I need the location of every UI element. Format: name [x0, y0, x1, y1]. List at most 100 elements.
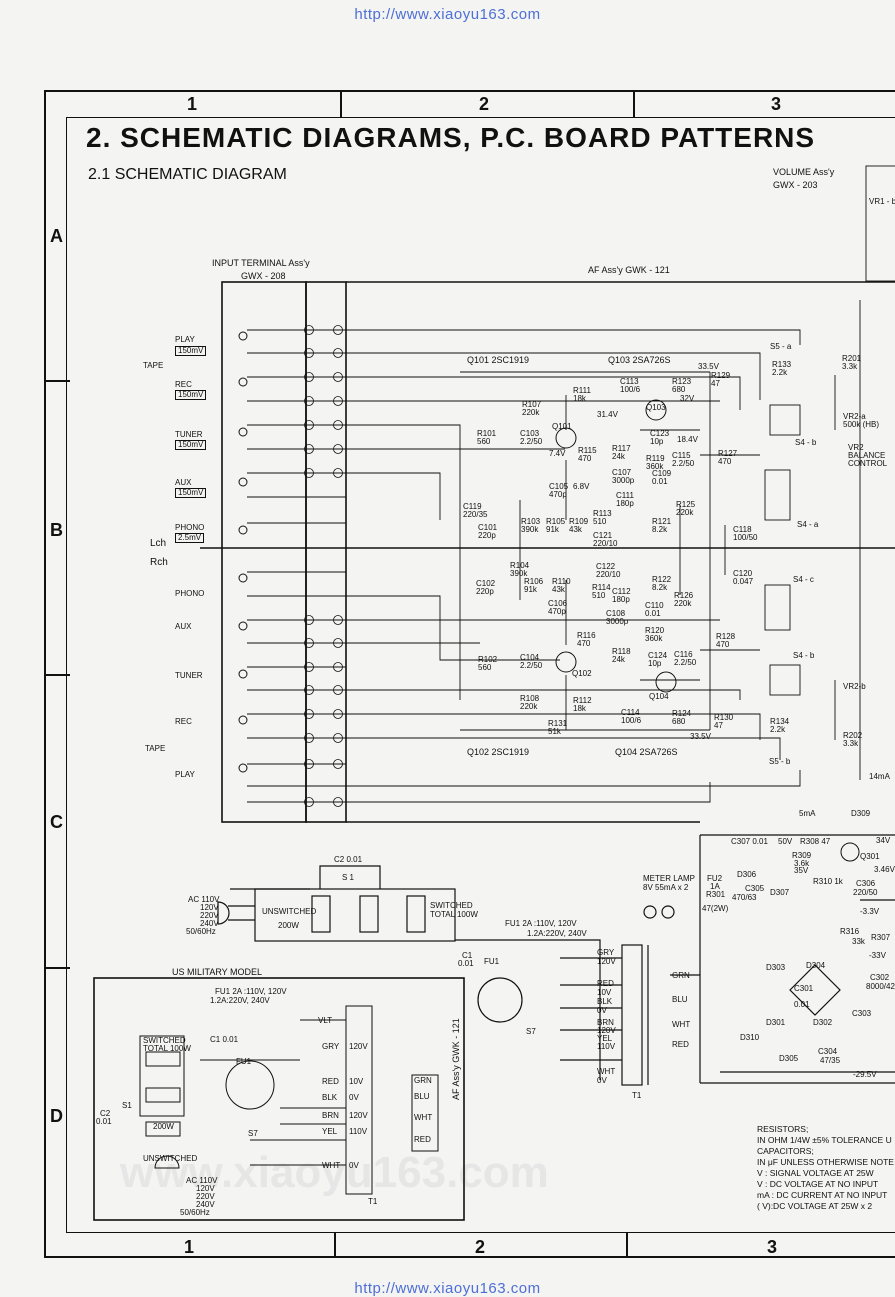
note-dc-voltage: V : DC VOLTAGE AT NO INPUT: [757, 1179, 879, 1189]
mil-red: RED: [322, 1077, 339, 1086]
mil-0v-b: 0V: [349, 1161, 359, 1170]
input-phono-r: PHONO: [175, 589, 205, 598]
pwr-fu1: FU1: [484, 957, 500, 966]
vr2-label: VR2: [848, 443, 864, 452]
component-c110: C110 0.01: [645, 601, 664, 618]
q104-label: Q104: [649, 692, 669, 701]
mil-grn: GRN: [414, 1076, 432, 1085]
component-r108: R108 220k: [520, 694, 540, 711]
q103-pair-label: Q103 2SA726S: [608, 355, 671, 365]
mil-fu1-2: 1.2A:220V, 240V: [210, 996, 270, 1005]
pwr-d310: D310: [740, 1033, 760, 1042]
pwr-t1: T1: [632, 1091, 642, 1100]
note-dc-voltage-25w: ( V):DC VOLTAGE AT 25W x 2: [757, 1201, 873, 1211]
voltage-33-5-top: 33.5V: [698, 362, 719, 371]
input-aux: AUX: [175, 478, 192, 487]
input-play-level: 150mV: [175, 346, 207, 356]
pwr-fu1-rating-2: 1.2A:220V, 240V: [527, 929, 587, 938]
pwr-blu: BLU: [672, 995, 688, 1004]
pwr-meter-lamp: METER LAMP: [643, 874, 696, 883]
component-c120: C120 0.047: [733, 569, 754, 586]
voltage-7-4: 7.4V: [549, 449, 566, 458]
switch-s4c: S4 - c: [793, 575, 814, 584]
pwr-120v: 120V: [597, 957, 616, 966]
pwr-35v: 35V: [794, 866, 809, 875]
mil-110v: 110V: [349, 1127, 368, 1136]
pwr-c302: C302: [870, 973, 890, 982]
pwr-r309-value: 3.6k: [794, 859, 810, 868]
mil-wht-2: WHT: [414, 1113, 433, 1122]
component-r123: R123 680: [672, 377, 692, 394]
pwr-c306: C306: [856, 879, 876, 888]
pwr-fu2-value: 1A: [710, 882, 720, 891]
row-b: B: [50, 520, 63, 540]
note-capacitors-detail: IN μF UNLESS OTHERWISE NOTE: [757, 1157, 894, 1167]
input-rec: REC: [175, 380, 192, 389]
mil-120v: 120V: [349, 1042, 368, 1051]
mil-ac: AC 110V: [186, 1176, 218, 1185]
mil-hz: 50/60Hz: [180, 1208, 210, 1217]
voltage-31-4: 31.4V: [597, 410, 618, 419]
pwr-c305-value: 470/63: [732, 893, 757, 902]
component-r133: R133 2.2k: [772, 360, 792, 377]
component-r131: R131 51k: [548, 719, 568, 736]
pwr-120v-b: 120V: [597, 1026, 616, 1035]
pwr-hz: 50/60Hz: [186, 927, 216, 936]
component-r121: R121 8.2k: [652, 517, 672, 534]
mil-ac-120: 120V: [196, 1184, 215, 1193]
component-c122: C122 220/10: [596, 562, 621, 579]
mil-wht: WHT: [322, 1161, 341, 1170]
col-3-top: 3: [771, 94, 782, 114]
pwr-10v: 10V: [597, 988, 612, 997]
input-rec-level: 150mV: [175, 390, 207, 400]
volume-assy-number: GWX - 203: [773, 180, 818, 190]
watermark-url-top[interactable]: http://www.xiaoyu163.com: [354, 6, 541, 23]
pwr-0v: 0V: [597, 1006, 607, 1015]
pwr-minus-3-3v: -3.3V: [860, 907, 880, 916]
component-r115: R115 470: [578, 446, 597, 463]
pwr-c304: C304: [818, 1047, 838, 1056]
pwr-c302-value: 8000/42: [866, 982, 895, 991]
component-c113: C113 100/6: [620, 377, 641, 394]
pwr-ac: AC 110V: [188, 895, 220, 904]
rch-label: Rch: [150, 557, 168, 568]
component-r107: R107 220k: [522, 400, 542, 417]
pwr-ac-240: 240V: [200, 919, 219, 928]
q301-label: Q301: [860, 852, 880, 861]
component-r106: R106 91k: [524, 577, 544, 594]
col-2-bottom: 2: [475, 1237, 486, 1257]
component-c106: C106 470p: [548, 599, 568, 616]
component-c109: C109 0.01: [652, 469, 672, 486]
pwr-yel: YEL: [597, 1034, 613, 1043]
component-c105: C105 470p: [549, 482, 569, 499]
mil-c1: C1 0.01: [210, 1035, 239, 1044]
input-rec-r: REC: [175, 717, 192, 726]
component-c119: C119 220/35: [463, 502, 488, 519]
mil-ac-240: 240V: [196, 1200, 215, 1209]
note-resistors-detail: IN OHM 1/4W ±5% TOLERANCE U: [757, 1135, 892, 1145]
input-tape-r: TAPE: [145, 744, 166, 753]
pwr-d303: D303: [766, 963, 786, 972]
component-r127: R127 470: [718, 449, 738, 466]
col-1-top: 1: [187, 94, 198, 114]
component-c118: C118 100/50: [733, 525, 758, 542]
pwr-d302: D302: [813, 1018, 833, 1027]
component-vr2-b: VR2-b: [843, 682, 866, 691]
mil-t1: T1: [368, 1197, 378, 1206]
pwr-minus-33v: -33V: [869, 951, 886, 960]
pwr-r308: R308 47: [800, 837, 831, 846]
component-r119: R119 360k: [646, 454, 665, 471]
watermark-url-bottom[interactable]: http://www.xiaoyu163.com: [354, 1280, 541, 1297]
component-r120: R120 360k: [645, 626, 665, 643]
pwr-gry: GRY: [597, 948, 615, 957]
component-r113: R113 510: [593, 509, 612, 526]
page-title: 2. SCHEMATIC DIAGRAMS, P.C. BOARD PATTER…: [86, 122, 816, 153]
component-c103: C103 2.2/50: [520, 429, 543, 446]
row-a: A: [50, 226, 63, 246]
pwr-grn: GRN: [672, 971, 690, 980]
input-play: PLAY: [175, 335, 195, 344]
pwr-switched-total: TOTAL 100W: [430, 910, 478, 919]
pwr-fu2: FU2: [707, 874, 723, 883]
input-tape: TAPE: [143, 361, 164, 370]
